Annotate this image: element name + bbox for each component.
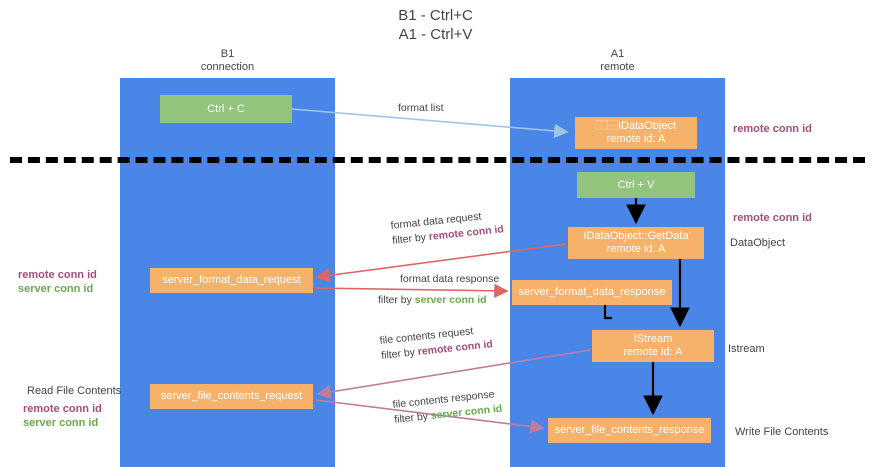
filter-value: server conn id: [414, 294, 487, 306]
node-idataobject[interactable]: ⿰⿱IDataObject remote id: A: [575, 117, 697, 149]
annotation-write-file-contents: Write File Contents: [735, 426, 829, 438]
node-ctrl-v[interactable]: Ctrl + V: [577, 172, 695, 198]
annotation-remote-conn-id-getdata: remote conn id: [733, 212, 812, 224]
edge-label-format-list: format list: [398, 102, 444, 114]
diagram-title: B1 - Ctrl+C A1 - Ctrl+V: [398, 7, 473, 43]
annotation-remote-conn-id-left: remote conn id: [18, 269, 97, 281]
edge-label-format-data-response-line2: filter by server conn id: [378, 287, 499, 308]
filter-prefix: filter by: [380, 346, 419, 362]
node-istream[interactable]: IStream remote id: A: [592, 330, 714, 362]
annotation-read-file-contents: Read File Contents: [27, 385, 122, 397]
annotation-left-conn-ids-file: remote conn id server conn id: [23, 402, 102, 430]
annotation-left-conn-ids-format: remote conn id server conn id: [18, 268, 97, 296]
node-idataobject-getdata[interactable]: IDataObject::GetData remote id: A: [568, 227, 704, 259]
edge-label-format-data-response: format data response filter by server co…: [378, 272, 499, 308]
annotation-remote-conn-id-top: remote conn id: [733, 123, 812, 135]
phase-divider: [10, 157, 865, 163]
annotation-server-conn-id-left: server conn id: [18, 283, 94, 295]
annotation-server-conn-id-left2: server conn id: [23, 417, 99, 429]
node-ctrl-c[interactable]: Ctrl + C: [160, 95, 292, 123]
lane-header-b1: B1 connection: [200, 48, 255, 73]
edge-label-format-data-response-line1: format data response: [400, 273, 500, 285]
node-server-format-data-response[interactable]: server_format_data_response: [512, 280, 672, 305]
annotation-remote-conn-id-left2: remote conn id: [23, 403, 102, 415]
node-server-file-contents-request[interactable]: server_file_contents_request: [150, 384, 313, 409]
lane-header-a1: A1 remote: [600, 48, 635, 73]
filter-prefix: filter by: [391, 231, 430, 247]
annotation-dataobject: DataObject: [730, 237, 786, 249]
annotation-istream: Istream: [728, 343, 765, 355]
filter-prefix: filter by: [378, 294, 415, 306]
filter-prefix: filter by: [393, 410, 432, 426]
node-server-file-contents-response[interactable]: server_file_contents_response: [548, 418, 711, 443]
node-server-format-data-request[interactable]: server_format_data_request: [150, 268, 313, 293]
